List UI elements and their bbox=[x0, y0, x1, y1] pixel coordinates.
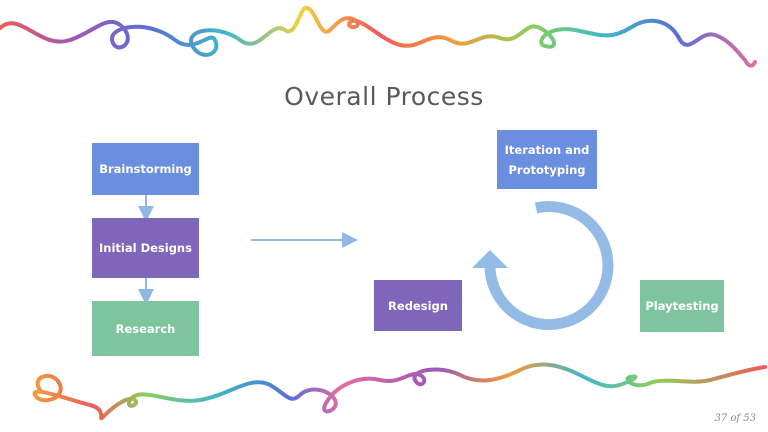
cycle-step-iteration: Iteration and Prototyping bbox=[497, 130, 597, 189]
page-number: 37 of 53 bbox=[714, 413, 756, 424]
step-initial-designs-label: Initial Designs bbox=[99, 241, 192, 255]
step-brainstorming: Brainstorming bbox=[92, 143, 199, 195]
cycle-step-playtesting-label: Playtesting bbox=[645, 299, 719, 313]
top-squiggle-decoration bbox=[0, 6, 757, 68]
step-research: Research bbox=[92, 301, 199, 356]
cycle-ring bbox=[484, 201, 614, 331]
step-brainstorming-label: Brainstorming bbox=[99, 162, 192, 176]
cycle-arrowhead bbox=[472, 250, 508, 268]
cycle-step-redesign: Redesign bbox=[374, 280, 462, 331]
slide-title: Overall Process bbox=[284, 82, 484, 111]
bottom-squiggle-decoration bbox=[32, 362, 767, 421]
cycle-step-redesign-label: Redesign bbox=[388, 298, 448, 313]
cycle-step-playtesting: Playtesting bbox=[640, 280, 724, 332]
step-research-label: Research bbox=[115, 321, 176, 336]
step-initial-designs: Initial Designs bbox=[92, 218, 199, 278]
cycle-step-iteration-label: Iteration and Prototyping bbox=[504, 142, 590, 177]
